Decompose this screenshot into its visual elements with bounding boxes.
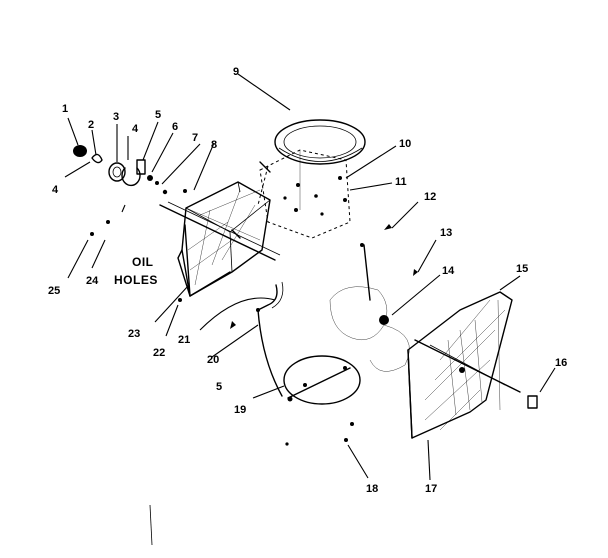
- callout-23: 23: [128, 328, 140, 340]
- callout-4-top: 4: [132, 123, 139, 135]
- callout-15: 15: [516, 263, 528, 275]
- callout-6: 6: [172, 121, 178, 133]
- callout-13: 13: [440, 227, 452, 239]
- callout-16: 16: [555, 357, 567, 369]
- callout-18: 18: [366, 483, 378, 495]
- support-post: [360, 243, 371, 301]
- motor-body-center: [257, 149, 351, 239]
- callout-9: 9: [233, 66, 239, 78]
- part-15-guard-clip: [499, 275, 521, 291]
- leader-12: [391, 201, 419, 229]
- part-24-25-fittings: [67, 204, 126, 279]
- part-2-washer: [91, 129, 103, 164]
- part-20-cord: [199, 281, 284, 397]
- oil-holes-line1: OIL: [132, 255, 154, 269]
- leader-10: [345, 145, 397, 179]
- callout-20: 20: [207, 354, 219, 366]
- callout-22: 22: [153, 347, 165, 359]
- part-1-cap: [67, 117, 87, 157]
- part-6-retainer: [147, 132, 174, 185]
- callout-7: 7: [192, 132, 198, 144]
- callout-8: 8: [211, 139, 217, 151]
- arrow-13: [413, 269, 418, 276]
- part-23-front-guard: [154, 221, 233, 337]
- arrow-12: [384, 224, 392, 230]
- callout-2: 2: [88, 119, 94, 131]
- part-17-fan-guard: [407, 291, 521, 481]
- margin-line: [149, 504, 153, 546]
- callout-11: 11: [395, 176, 407, 188]
- leader-13: [417, 239, 437, 273]
- callout-19: 19: [234, 404, 246, 416]
- callout-17: 17: [425, 483, 437, 495]
- callout-5-top: 5: [155, 109, 161, 121]
- part-3-clip: [108, 124, 126, 182]
- part-18-screw: [285, 422, 369, 479]
- callout-12: 12: [424, 191, 436, 203]
- callout-10: 10: [399, 138, 411, 150]
- part-19-base-ring: [252, 355, 361, 405]
- callout-1: 1: [62, 103, 68, 115]
- callout-3: 3: [113, 111, 119, 123]
- leader-11: [349, 182, 393, 191]
- callout-21: 21: [178, 334, 190, 346]
- part-9-top-cover: [237, 73, 366, 165]
- oil-holes-line2: HOLES: [114, 273, 158, 287]
- part-7-shaft-nut: [161, 143, 201, 195]
- motor-housing-left: [159, 142, 281, 297]
- callout-14: 14: [442, 265, 455, 277]
- part-4-bearing: [64, 136, 141, 187]
- part-14-fan-blade: [329, 274, 441, 372]
- part-16-knob: [527, 367, 556, 409]
- callout-24: 24: [86, 275, 99, 287]
- callout-5-lower: 5: [216, 381, 222, 393]
- callout-25: 25: [48, 285, 60, 297]
- part-5-spring: [136, 121, 159, 175]
- callout-4-left: 4: [52, 184, 59, 196]
